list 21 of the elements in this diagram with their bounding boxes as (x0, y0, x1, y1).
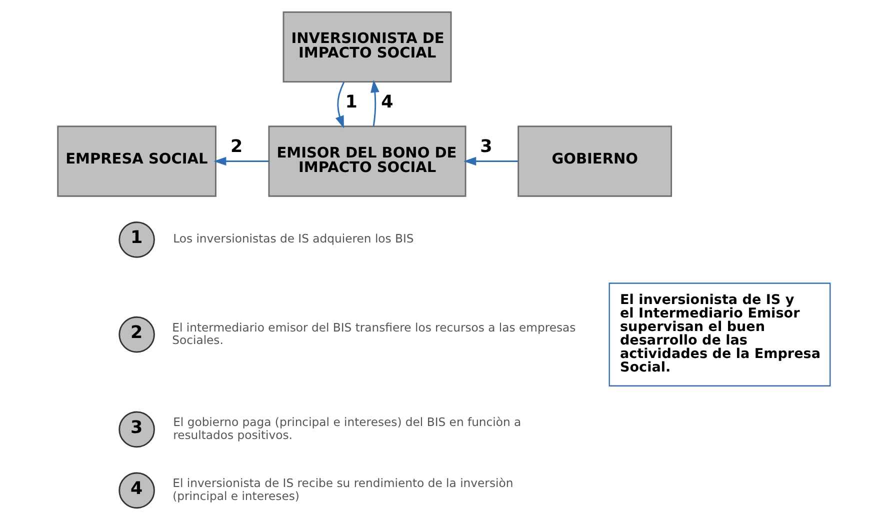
node-box: El inversionista de IS y el Intermediario Emisor supervisan el buen desarrollo de las actividades de la Empresa Social. (608, 282, 831, 386)
edge-label: 2 (230, 136, 243, 157)
arrow (370, 80, 380, 126)
node-box: INVERSIONISTA DE IMPACTO SOCIAL (282, 11, 452, 83)
node-label: Los inversionistas de IS adquieren los BIS (173, 232, 414, 246)
node-label: El gobierno paga (principal e intereses) del BIS en funciòn a resultados positivos. (173, 415, 522, 442)
node-circle: 3 (118, 411, 155, 448)
node-box: EMPRESA SOCIAL (57, 126, 216, 197)
arrow (464, 156, 518, 166)
node-label: El intermediario emisor del BIS transfiere los recursos a las empresas Sociales. (172, 320, 576, 347)
node-circle: 1 (118, 222, 155, 258)
node-box: GOBIERNO (518, 126, 672, 197)
edge-label: 4 (381, 92, 394, 112)
arrow (335, 82, 345, 128)
edge-label: 3 (480, 136, 492, 157)
node-box: EMISOR DEL BONO DE IMPACTO SOCIAL (268, 126, 466, 197)
node-circle: 2 (118, 316, 155, 353)
node-circle: 4 (118, 472, 155, 509)
node-label: El inversionista de IS recibe su rendimiento de la inversiòn (principal e intereses) (172, 476, 514, 503)
arrow (214, 156, 269, 166)
edge-label: 1 (345, 92, 358, 112)
